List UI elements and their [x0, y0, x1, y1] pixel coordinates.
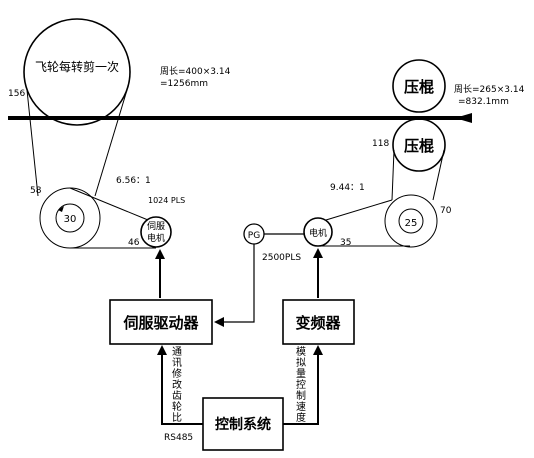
left-signal-char: 修	[172, 367, 182, 380]
servo-motor: 伺服 电机 1024 PLS 46	[128, 196, 185, 248]
material-direction-arrow	[455, 113, 472, 123]
left-signal-char: 齿	[172, 390, 182, 402]
control-system-box: 控制系统	[202, 397, 284, 451]
servo-pulse: 1024 PLS	[148, 196, 185, 205]
left-gear-outer-label: 58	[30, 186, 42, 196]
right-signal-char: 制	[296, 389, 306, 402]
pg-encoder: PG 2500PLS	[243, 223, 301, 263]
flywheel-belt-left	[26, 89, 39, 197]
servo-motor-label-line2: 电机	[147, 232, 165, 244]
flywheel-tooth-label: 156	[8, 89, 25, 99]
press-roller-circumference-value: =832.1mm	[458, 97, 509, 107]
motor-gear-label: 35	[340, 238, 351, 248]
right-signal-char: 量	[296, 368, 306, 380]
inverter-label: 变频器	[295, 314, 341, 332]
right-gear-inner	[398, 208, 424, 234]
press-roller-circumference: 周长=265×3.14	[454, 83, 525, 95]
right-signal-char: 速	[296, 401, 306, 413]
right-gear: 25 70 9.44：1	[330, 183, 452, 248]
left-gear-inner-label: 30	[64, 214, 77, 225]
right-gear-outer-label: 70	[440, 206, 452, 216]
servo-belt-top	[69, 187, 149, 221]
press-roller-bottom: 压棍	[392, 118, 446, 172]
servo-gear-label: 46	[128, 238, 140, 248]
servo-driver-label: 伺服驱动器	[122, 314, 199, 332]
press-roller-tooth-label: 118	[372, 139, 389, 149]
servo-driver-rect	[109, 299, 213, 345]
flywheel-label: 飞轮每转剪一次	[35, 59, 119, 74]
press-roller-bottom-label: 压棍	[404, 137, 434, 155]
press-roller-bottom-circle	[392, 118, 446, 172]
press-belt-right	[432, 149, 445, 201]
inverter-rect	[282, 299, 355, 345]
control-to-driver-arrow	[157, 345, 203, 425]
left-signal-char: 改	[172, 378, 182, 391]
press-roller-top: 压棍	[392, 59, 446, 113]
right-signal-label: 模 拟 量 控 制 速 度	[296, 346, 306, 424]
right-gear-outer	[384, 194, 438, 248]
left-signal-char: 比	[172, 412, 182, 424]
flywheel-belt-right	[94, 89, 128, 197]
control-system-label: 控制系统	[215, 416, 271, 433]
right-signal-char: 控	[296, 378, 306, 391]
left-gear-ratio: 6.56：1	[116, 176, 151, 186]
press-belt-left	[391, 149, 395, 201]
press-roller-top-label: 压棍	[404, 78, 434, 96]
flywheel: 飞轮每转剪一次 156 周长=400×3.14 =1256mm	[8, 18, 231, 126]
right-gear-ratio: 9.44：1	[330, 183, 365, 193]
pg-label: PG	[248, 231, 260, 241]
flywheel-circle	[23, 18, 131, 126]
pg-pulse: 2500PLS	[262, 253, 301, 263]
servo-motor-circle	[140, 216, 172, 248]
pg-feedback-line	[214, 244, 255, 327]
control-system-rect	[202, 397, 284, 451]
right-signal-char: 度	[296, 411, 306, 424]
flywheel-circumference-value: =1256mm	[160, 79, 208, 89]
motor-label: 电机	[309, 227, 327, 239]
left-gear-inner	[55, 203, 85, 233]
rs485-label: RS485	[164, 433, 193, 443]
left-signal-char: 轮	[172, 400, 182, 413]
servo-driver-box: 伺服驱动器	[109, 299, 213, 345]
right-signal-char: 模	[296, 346, 306, 358]
left-signal-label: 通 讯 修 改 齿 轮 比	[172, 346, 182, 424]
right-signal-char: 拟	[296, 356, 306, 369]
rotation-arrow-icon	[58, 206, 64, 212]
inverter-box: 变频器	[282, 299, 355, 345]
right-gear-inner-label: 25	[405, 218, 418, 229]
servo-motor-label-line1: 伺服	[147, 220, 165, 232]
motor: 电机 35	[303, 217, 351, 248]
press-roller-top-circle	[392, 59, 446, 113]
control-to-inverter-arrow	[283, 345, 323, 425]
flywheel-circumference: 周长=400×3.14	[160, 65, 231, 77]
motor-belt-top	[325, 199, 393, 221]
left-signal-char: 通	[172, 346, 182, 358]
left-signal-char: 讯	[172, 357, 182, 369]
